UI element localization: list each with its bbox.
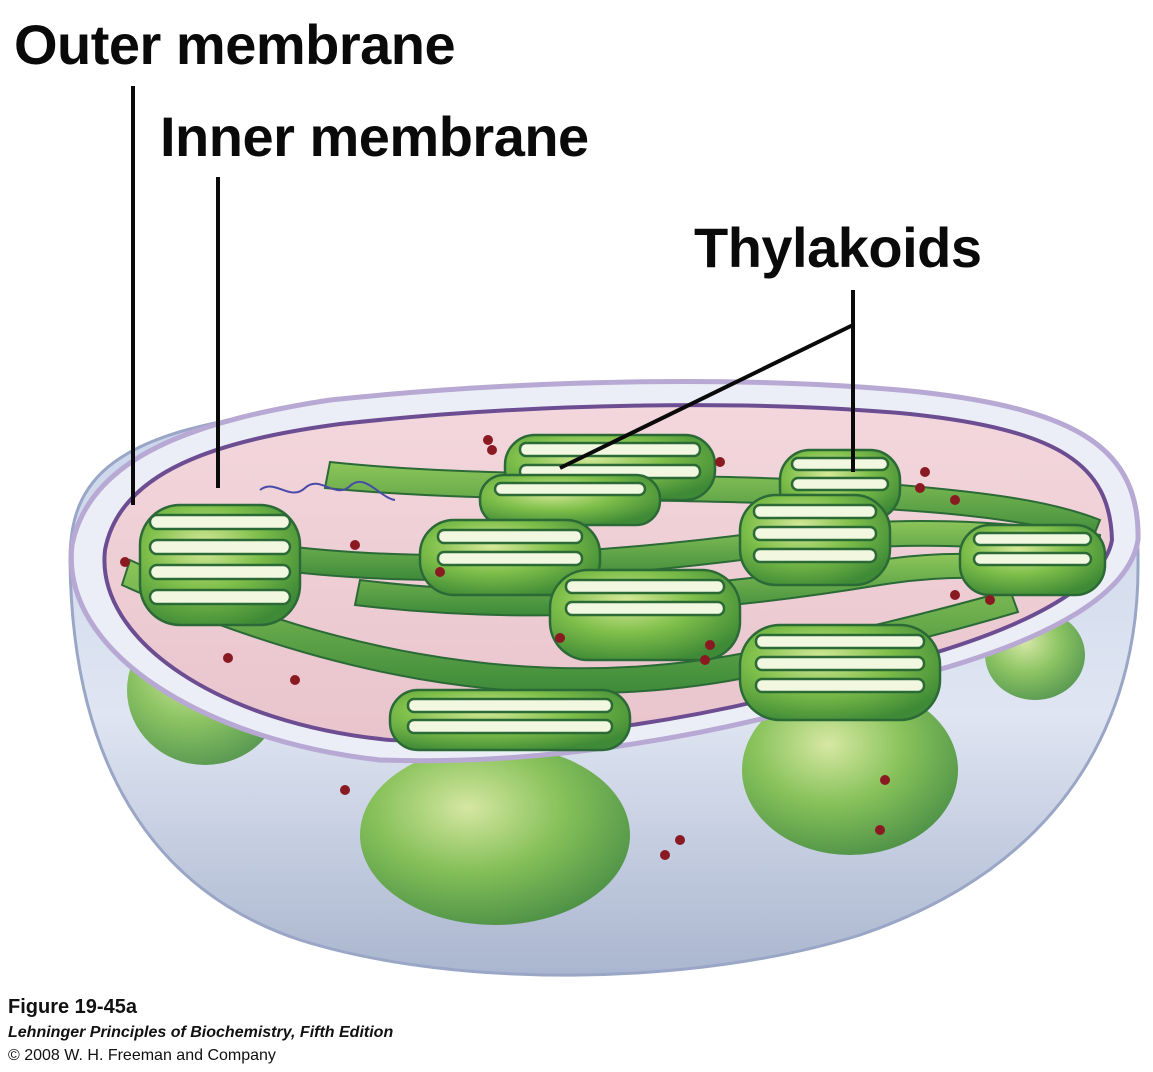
granum-stack: [958, 523, 1107, 597]
book-title: Lehninger Principles of Biochemistry, Fi…: [8, 1024, 394, 1041]
granum-lower-right: [742, 685, 958, 855]
inner-membrane-label: Inner membrane: [160, 105, 589, 168]
granum-stack: [418, 518, 602, 597]
grana-stacks: [138, 433, 1107, 752]
copyright-notice: © 2008 W. H. Freeman and Company: [8, 1047, 276, 1064]
ribosomes: [120, 435, 995, 860]
granum-stack: [138, 503, 302, 627]
leader-lines: [131, 86, 855, 505]
granum-stack: [478, 473, 662, 527]
granum-stack: [388, 688, 632, 752]
figure-number: Figure 19-45a: [8, 996, 137, 1018]
leader-line-thylakoids-branch: [559, 323, 854, 470]
granum-stack: [738, 493, 892, 587]
granum-stack: [738, 623, 942, 722]
thylakoids-label: Thylakoids: [694, 216, 982, 279]
outer-membrane-label: Outer membrane: [14, 13, 456, 76]
granum-lower-center: [360, 745, 630, 925]
dna-strand: [259, 480, 396, 501]
granum-stack: [548, 568, 742, 662]
